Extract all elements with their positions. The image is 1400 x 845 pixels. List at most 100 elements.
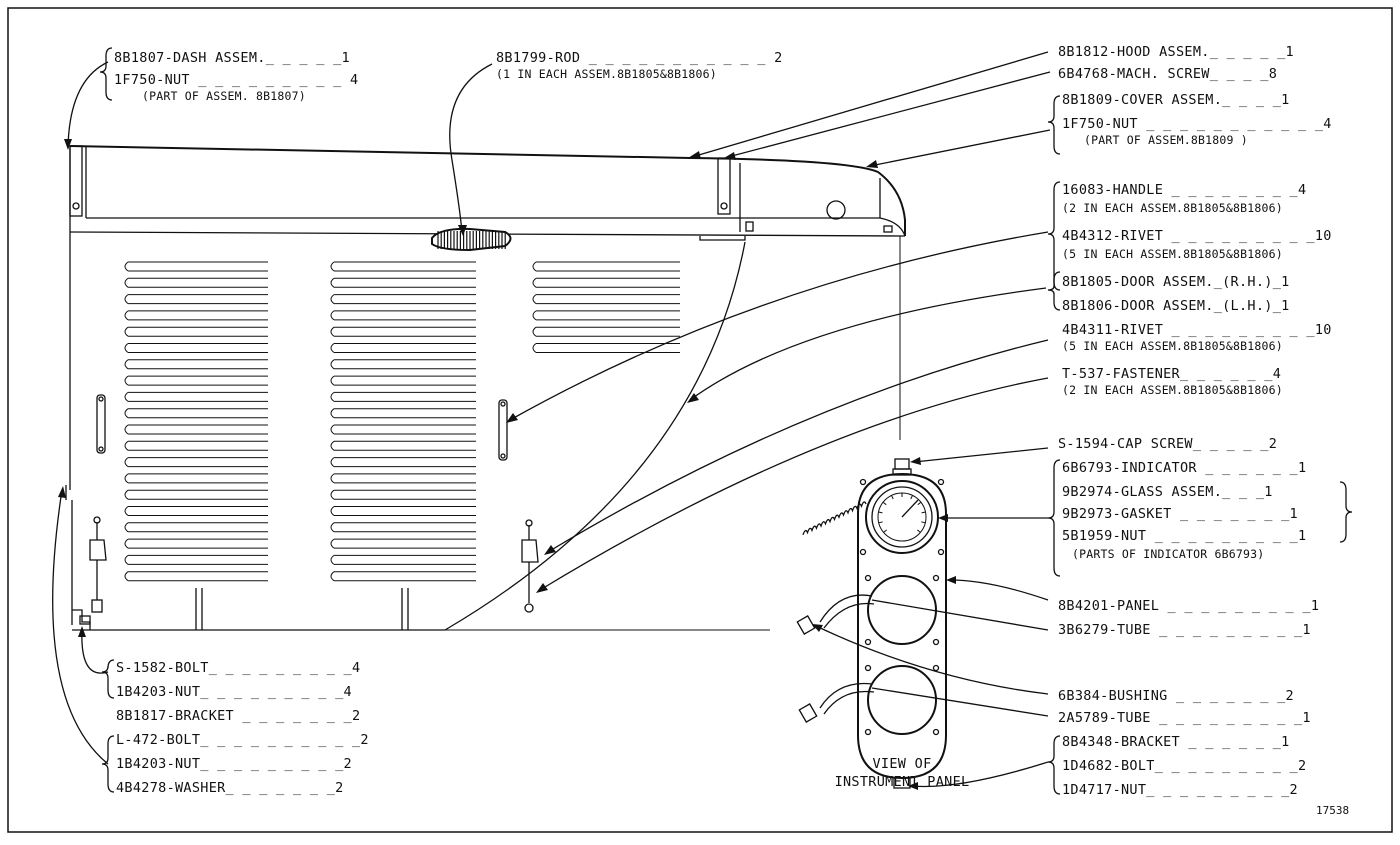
louver-slot bbox=[532, 277, 680, 288]
label-fastener: T-537-FASTENER_ _ _ _ _ _4 bbox=[1062, 366, 1281, 382]
label-indicator: 6B6793-INDICATOR _ _ _ _ _ _1 bbox=[1062, 460, 1306, 476]
label-rivet-4b4311-note: (5 IN EACH ASSEM.8B1805&8B1806) bbox=[1062, 339, 1283, 353]
louver-slot bbox=[124, 391, 268, 402]
label-panel: 8B4201-PANEL _ _ _ _ _ _ _ _ _1 bbox=[1058, 598, 1319, 614]
gauge-tick bbox=[878, 521, 883, 524]
view-caption-line1: VIEW OF bbox=[873, 756, 932, 772]
louver-slot bbox=[124, 489, 268, 500]
louver-slot bbox=[124, 538, 268, 549]
louver-slot bbox=[330, 375, 476, 386]
hood-enclosure-drawing bbox=[65, 145, 906, 631]
cover-corner bbox=[879, 217, 906, 237]
louver-slot bbox=[532, 310, 680, 321]
label-mach-screw: 6B4768-MACH. SCREW_ _ _ _8 bbox=[1058, 66, 1277, 82]
fastener-left bbox=[89, 516, 107, 613]
label-nut-1b4203-a: 1B4203-NUT_ _ _ _ _ _ _ _ _4 bbox=[116, 684, 352, 700]
louver-slot bbox=[124, 375, 268, 386]
bracket-left-bottom bbox=[72, 609, 91, 630]
label-bolt-s1582: S-1582-BOLT_ _ _ _ _ _ _ _ _4 bbox=[116, 660, 360, 676]
label-tube-2a5789: 2A5789-TUBE _ _ _ _ _ _ _ _ _1 bbox=[1058, 710, 1311, 726]
label-handle: 1608З-HANDLE _ _ _ _ _ _ _ _4 bbox=[1062, 182, 1306, 198]
louver-slot bbox=[124, 440, 268, 451]
label-rivet-4b4311: 4B4311-RIVET _ _ _ _ _ _ _ _ _10 bbox=[1062, 322, 1332, 338]
louver-slot bbox=[124, 261, 268, 272]
louver-slot bbox=[330, 506, 476, 516]
gauge-tick bbox=[916, 529, 921, 533]
view-caption-line2: INSTRUMENT PANEL bbox=[835, 774, 970, 790]
instrument-panel-view bbox=[796, 236, 947, 789]
label-handle-note: (2 IN EACH ASSEM.8B1805&8B1806) bbox=[1062, 201, 1283, 215]
louver-slot bbox=[330, 538, 476, 549]
louver-slot bbox=[330, 343, 476, 353]
gauge-tick bbox=[882, 501, 887, 506]
label-washer: 4B4278-WASHER_ _ _ _ _ _ _2 bbox=[116, 780, 344, 796]
label-nut-1f750-b: 1F750-NUT _ _ _ _ _ _ _ _ _ _ _4 bbox=[1062, 116, 1332, 132]
louver-slot bbox=[124, 408, 268, 419]
label-nut-1f750-a: 1F750-NUT _ _ _ _ _ _ _ _ _ 4 bbox=[114, 72, 358, 88]
louver-slot bbox=[124, 310, 268, 321]
bushing-upper bbox=[796, 615, 816, 635]
louver-slot bbox=[330, 522, 476, 533]
label-rivet-4b4312: 4B4312-RIVET _ _ _ _ _ _ _ _ _10 bbox=[1062, 228, 1332, 244]
fastener-right bbox=[521, 519, 539, 613]
louver-slot bbox=[330, 391, 476, 402]
braces bbox=[99, 47, 1353, 795]
label-bushing: 6B384-BUSHING _ _ _ _ _ _ _2 bbox=[1058, 688, 1294, 704]
louver-slot bbox=[124, 554, 268, 565]
label-bolt-1d4682: 1D4682-BOLT_ _ _ _ _ _ _ _ _2 bbox=[1062, 758, 1306, 774]
label-fastener-note: (2 IN EACH ASSEM.8B1805&8B1806) bbox=[1062, 383, 1283, 397]
louver-slot bbox=[330, 554, 476, 565]
louver-slot bbox=[330, 440, 476, 451]
gauge-tick bbox=[883, 529, 888, 533]
label-rivet-4b4312-note: (5 IN EACH ASSEM.8B1805&8B1806) bbox=[1062, 247, 1283, 261]
label-nut-1f750-a-note: (PART OF ASSEM. 8B1807) bbox=[142, 89, 306, 103]
bushing-lower bbox=[798, 703, 818, 723]
louver-set bbox=[124, 261, 680, 582]
label-rod: 8B1799-ROD _ _ _ _ _ _ _ _ _ _ _ 2 bbox=[496, 50, 783, 66]
handle-left bbox=[96, 394, 106, 454]
panel-bottom-bracket bbox=[893, 777, 911, 789]
hood-side-bracket bbox=[699, 236, 746, 241]
capillary-coil bbox=[802, 501, 867, 536]
cap-screw-top bbox=[894, 458, 910, 470]
label-gasket: 9B2973-GASKET _ _ _ _ _ _ _1 bbox=[1062, 506, 1298, 522]
indicator-glass bbox=[871, 486, 933, 548]
gauge-tick bbox=[891, 495, 894, 500]
callout-labels: 8B1807-DASH ASSEM._ _ _ _ _1 1F750-NUT _… bbox=[114, 44, 1349, 817]
label-tube-3b6279: 3B6279-TUBE _ _ _ _ _ _ _ _ _1 bbox=[1058, 622, 1311, 638]
tube-upper bbox=[819, 594, 873, 623]
louver-slot bbox=[330, 489, 476, 500]
louver-slot bbox=[124, 326, 268, 337]
label-nut-1f750-b-note: (PART OF ASSEM.8B1809 ) bbox=[1084, 133, 1248, 147]
label-bracket-8b1817: 8B1817-BRACKET _ _ _ _ _ _ _2 bbox=[116, 708, 360, 724]
panel-opening-lower bbox=[867, 665, 937, 735]
dash-nut-1 bbox=[72, 202, 80, 210]
door-front-curve bbox=[444, 241, 746, 631]
indicator-bezel bbox=[865, 480, 939, 554]
gauge-tick bbox=[910, 495, 913, 500]
label-nut-1b4203-b: 1B4203-NUT_ _ _ _ _ _ _ _ _2 bbox=[116, 756, 352, 772]
louver-slot bbox=[124, 506, 268, 516]
label-glass-assem: 9B2974-GLASS ASSEM._ _ _1 bbox=[1062, 484, 1273, 500]
label-nut-1d4717: 1D4717-NUT_ _ _ _ _ _ _ _ _2 bbox=[1062, 782, 1298, 798]
label-bracket-8b4348: 8B4348-BRACKET _ _ _ _ _ _1 bbox=[1062, 734, 1290, 750]
rod-part bbox=[431, 227, 512, 252]
louver-slot bbox=[124, 359, 268, 370]
louver-slot bbox=[330, 473, 476, 484]
cover-nut bbox=[883, 225, 893, 233]
label-hood-assem: 8B1812-HOOD ASSEM._ _ _ _ _1 bbox=[1058, 44, 1294, 60]
louver-slot bbox=[124, 473, 268, 484]
frame-border bbox=[7, 7, 1393, 833]
figure-number: 17538 bbox=[1316, 804, 1349, 817]
label-dash-assem: 8B1807-DASH ASSEM._ _ _ _ _1 bbox=[114, 50, 350, 66]
louver-slot bbox=[330, 326, 476, 337]
louver-slot bbox=[532, 343, 680, 353]
gauge-tick bbox=[917, 501, 922, 506]
label-indicator-note: (PARTS OF INDICATOR 6B6793) bbox=[1072, 547, 1264, 561]
gauge-tick bbox=[921, 511, 926, 514]
indicator-needle bbox=[901, 499, 919, 518]
louver-slot bbox=[124, 424, 268, 435]
louver-slot bbox=[330, 310, 476, 321]
panel-body bbox=[857, 472, 947, 780]
